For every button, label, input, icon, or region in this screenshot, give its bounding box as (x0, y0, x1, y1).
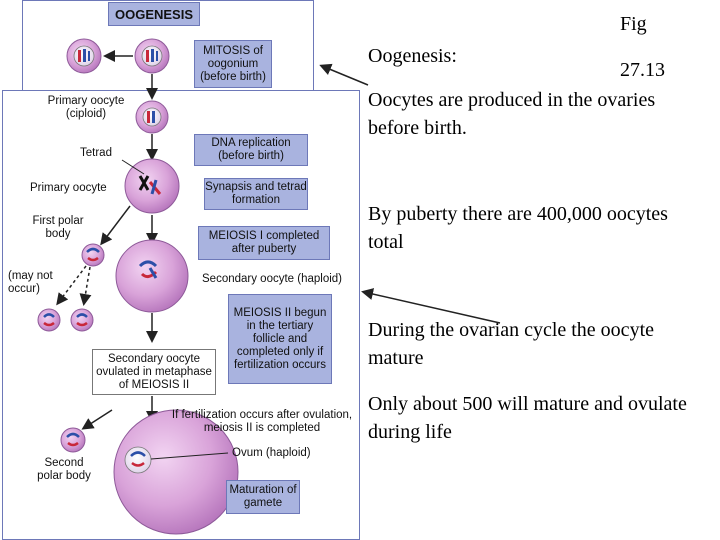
polar-body-division-right (70, 308, 94, 332)
paragraph-3: During the ovarian cycle the oocyte matu… (368, 319, 654, 369)
dna-replication-box: DNA replication (before birth) (194, 134, 308, 166)
paragraph-1: Oocytes are produced in the ovaries befo… (368, 89, 656, 139)
primary-oocyte-label: Primary oocyte (30, 182, 107, 194)
ovum-label: Ovum (haploid) (232, 447, 311, 459)
maturation-box: Maturation of gamete (226, 480, 300, 514)
ovum-cell (113, 409, 239, 535)
meiosis-one-box: MEIOSIS I completed after puberty (198, 226, 330, 260)
ovulated-box: Secondary oocyte ovulated in metaphase o… (92, 349, 216, 395)
may-not-occur-label: (may not occur) (8, 270, 53, 295)
primary-oocyte-cell (135, 100, 169, 134)
polar-body-division-left (37, 308, 61, 332)
fig-label: Fig (620, 13, 647, 35)
meiosis-two-box: MEIOSIS II begun in the tertiary follicl… (228, 294, 332, 384)
secondary-oocyte-cell (115, 239, 189, 313)
paragraph-4: Only about 500 will mature and ovulate d… (368, 393, 687, 443)
fertilization-note-label: If fertilization occurs after ovulation,… (171, 409, 353, 434)
oogonium-cell-right (134, 38, 170, 74)
first-polar-body-cell (81, 243, 105, 267)
slide-title: Oogenesis: (368, 45, 457, 67)
oogonium-cell-left (66, 38, 102, 74)
primary-oocyte-tetrad-cell (124, 158, 180, 214)
tetrad-label: Tetrad (80, 147, 112, 159)
paragraph-2: By puberty there are 400,000 oocytes tot… (368, 203, 668, 253)
second-polar-body-cell (60, 427, 86, 453)
primary-oocyte-ciploid-label: Primary oocyte (ciploid) (47, 95, 125, 120)
synapsis-box: Synapsis and tetrad formation (204, 178, 308, 210)
mitosis-box: MITOSIS of oogonium (before birth) (194, 40, 272, 88)
second-polar-body-label: Second polar body (37, 457, 91, 482)
secondary-oocyte-haploid-label: Secondary oocyte (haploid) (202, 273, 342, 285)
first-polar-body-label: First polar body (32, 215, 84, 240)
diagram-header: OOGENESIS (108, 2, 200, 26)
fig-number: 27.13 (620, 59, 665, 81)
